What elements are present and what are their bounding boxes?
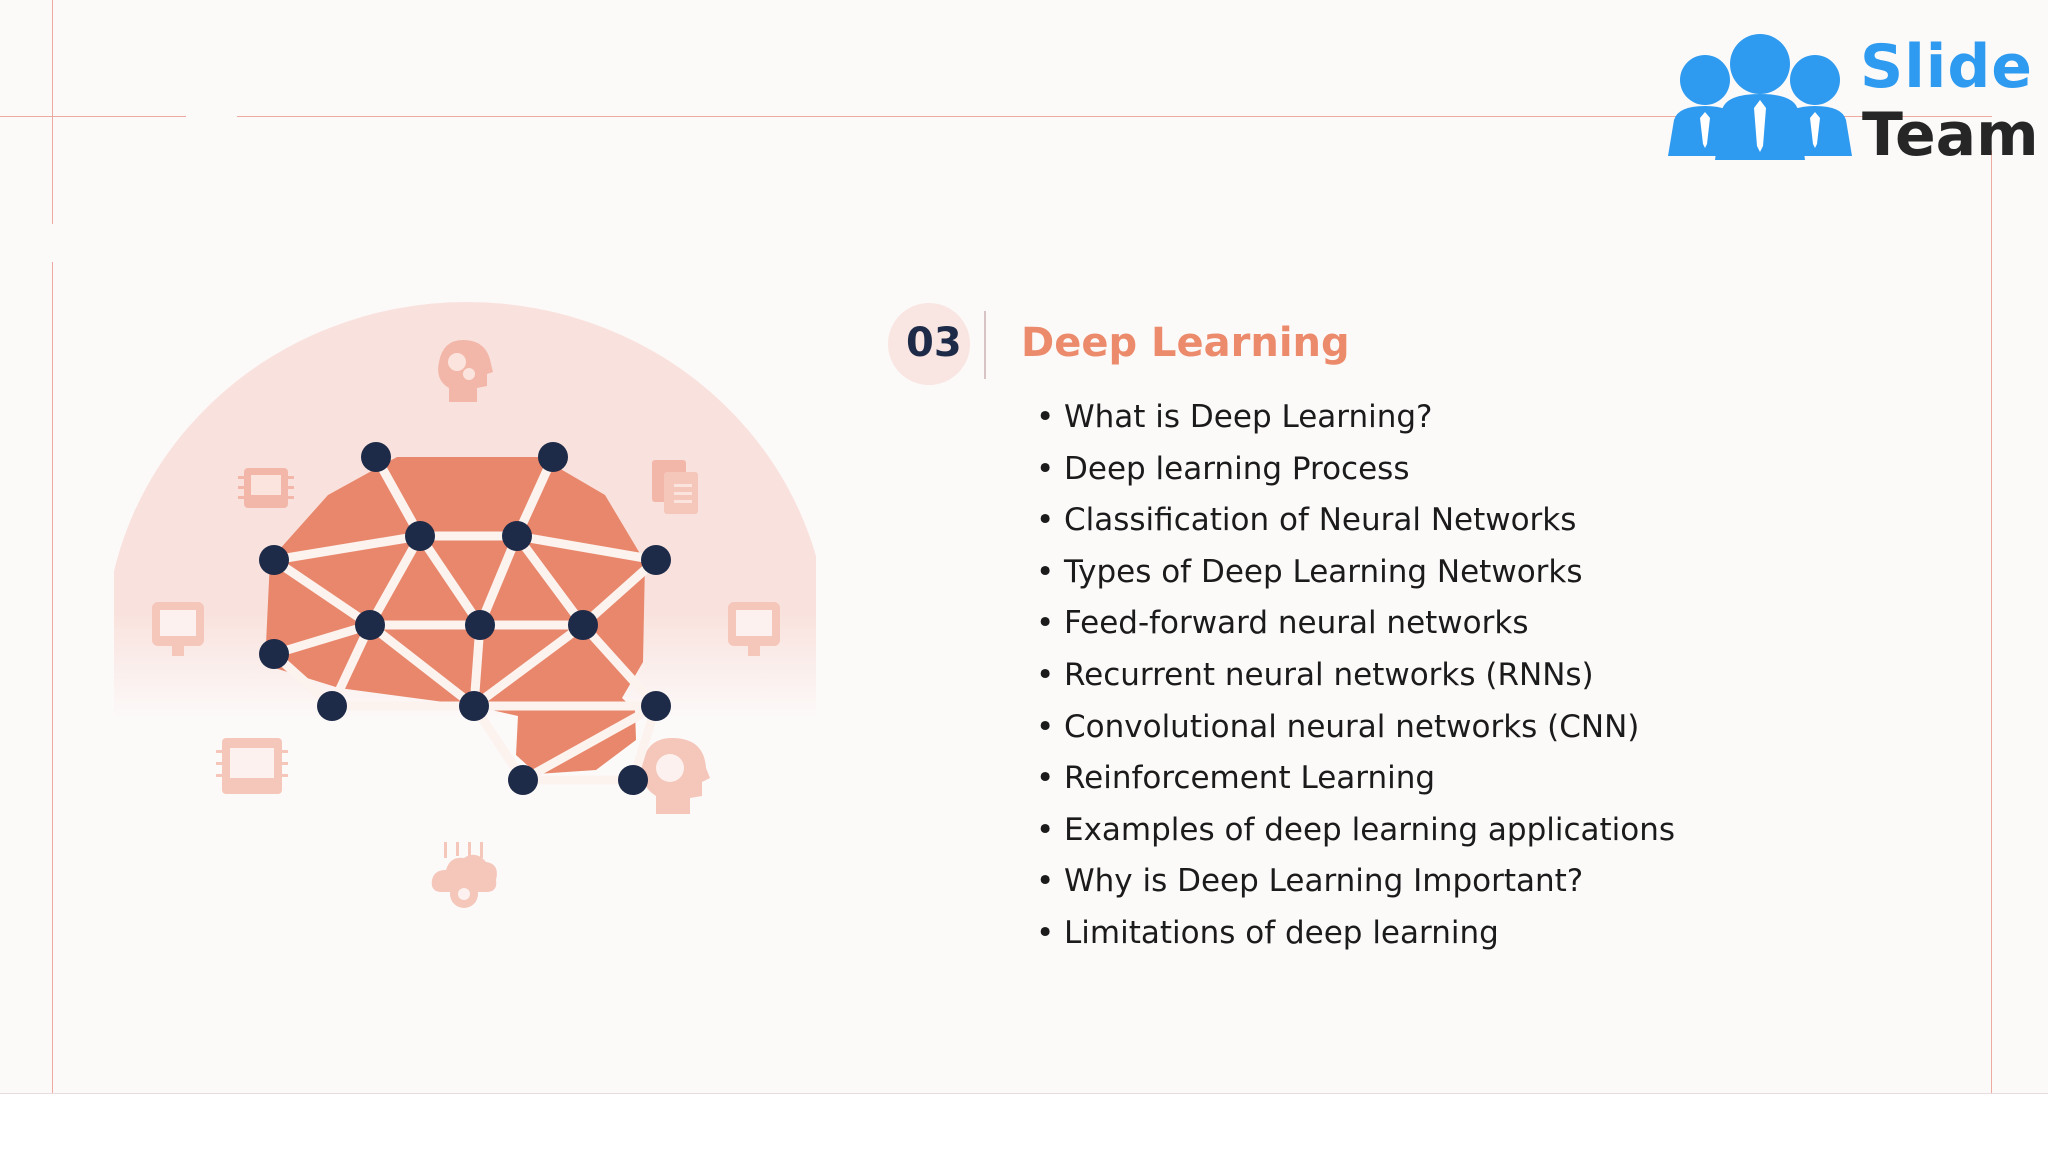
topic-item: •Recurrent neural networks (RNNs)	[1036, 650, 1675, 702]
guide-line-left-upper	[52, 0, 53, 224]
robot-icon	[152, 602, 204, 656]
logo-text-slide: Slide	[1860, 32, 2033, 102]
bottom-band	[0, 1093, 2048, 1153]
topic-item: •Examples of deep learning applications	[1036, 805, 1675, 857]
topic-label: Convolutional neural networks (CNN)	[1064, 708, 1640, 745]
topic-list: •What is Deep Learning? •Deep learning P…	[1036, 392, 1675, 960]
header-divider	[984, 311, 986, 379]
topic-item: •Deep learning Process	[1036, 444, 1675, 496]
slideteam-logo	[1668, 34, 1852, 160]
topic-label: Recurrent neural networks (RNNs)	[1064, 656, 1594, 693]
topic-label: Types of Deep Learning Networks	[1064, 553, 1583, 590]
topic-label: Deep learning Process	[1064, 450, 1410, 487]
topic-label: Reinforcement Learning	[1064, 760, 1436, 797]
chip-monitor-icon	[238, 468, 294, 508]
bullet: •	[1036, 450, 1055, 487]
topic-label: What is Deep Learning?	[1064, 399, 1433, 435]
topic-item: •Convolutional neural networks (CNN)	[1036, 702, 1675, 754]
section-number: 03	[906, 320, 962, 366]
topic-item: •Classification of Neural Networks	[1036, 495, 1675, 547]
guide-line-right	[1991, 150, 1992, 1093]
bullet: •	[1036, 914, 1055, 951]
bullet: •	[1036, 656, 1055, 693]
network-nodes	[259, 442, 671, 795]
chip-display-icon	[216, 738, 288, 794]
bullet: •	[1036, 708, 1055, 745]
topic-item: •Why is Deep Learning Important?	[1036, 856, 1675, 908]
bullet: •	[1036, 760, 1055, 797]
section-number-badge	[888, 303, 970, 385]
logo-text-team: Team	[1862, 100, 2039, 170]
guide-line-top	[237, 116, 1992, 117]
topic-item: •Types of Deep Learning Networks	[1036, 547, 1675, 599]
topic-label: Limitations of deep learning	[1064, 914, 1499, 951]
brain-shape	[265, 457, 645, 774]
bullet: •	[1036, 811, 1055, 848]
topic-item: •Limitations of deep learning	[1036, 908, 1675, 960]
deep-learning-illustration	[100, 302, 830, 994]
guide-line-left-lower	[52, 262, 53, 1093]
topic-item: •Feed-forward neural networks	[1036, 598, 1675, 650]
gear-head-icon	[438, 340, 493, 402]
bullet: •	[1036, 553, 1055, 590]
section-title: Deep Learning	[1021, 320, 1350, 366]
bullet: •	[1036, 399, 1055, 435]
bullet: •	[1036, 502, 1055, 539]
topic-item: •What is Deep Learning?	[1036, 392, 1675, 444]
documents-icon	[652, 460, 698, 514]
brain-head-icon	[641, 738, 710, 814]
bullet: •	[1036, 863, 1055, 900]
topic-label: Classification of Neural Networks	[1064, 502, 1577, 539]
topic-label: Examples of deep learning applications	[1064, 811, 1676, 848]
robot-icon	[728, 602, 780, 656]
topic-label: Why is Deep Learning Important?	[1064, 863, 1584, 900]
topic-item: •Reinforcement Learning	[1036, 753, 1675, 805]
topic-label: Feed-forward neural networks	[1064, 605, 1529, 642]
bullet: •	[1036, 605, 1055, 642]
cloud-gear-icon	[431, 842, 497, 908]
guide-line-top-left	[0, 116, 186, 117]
